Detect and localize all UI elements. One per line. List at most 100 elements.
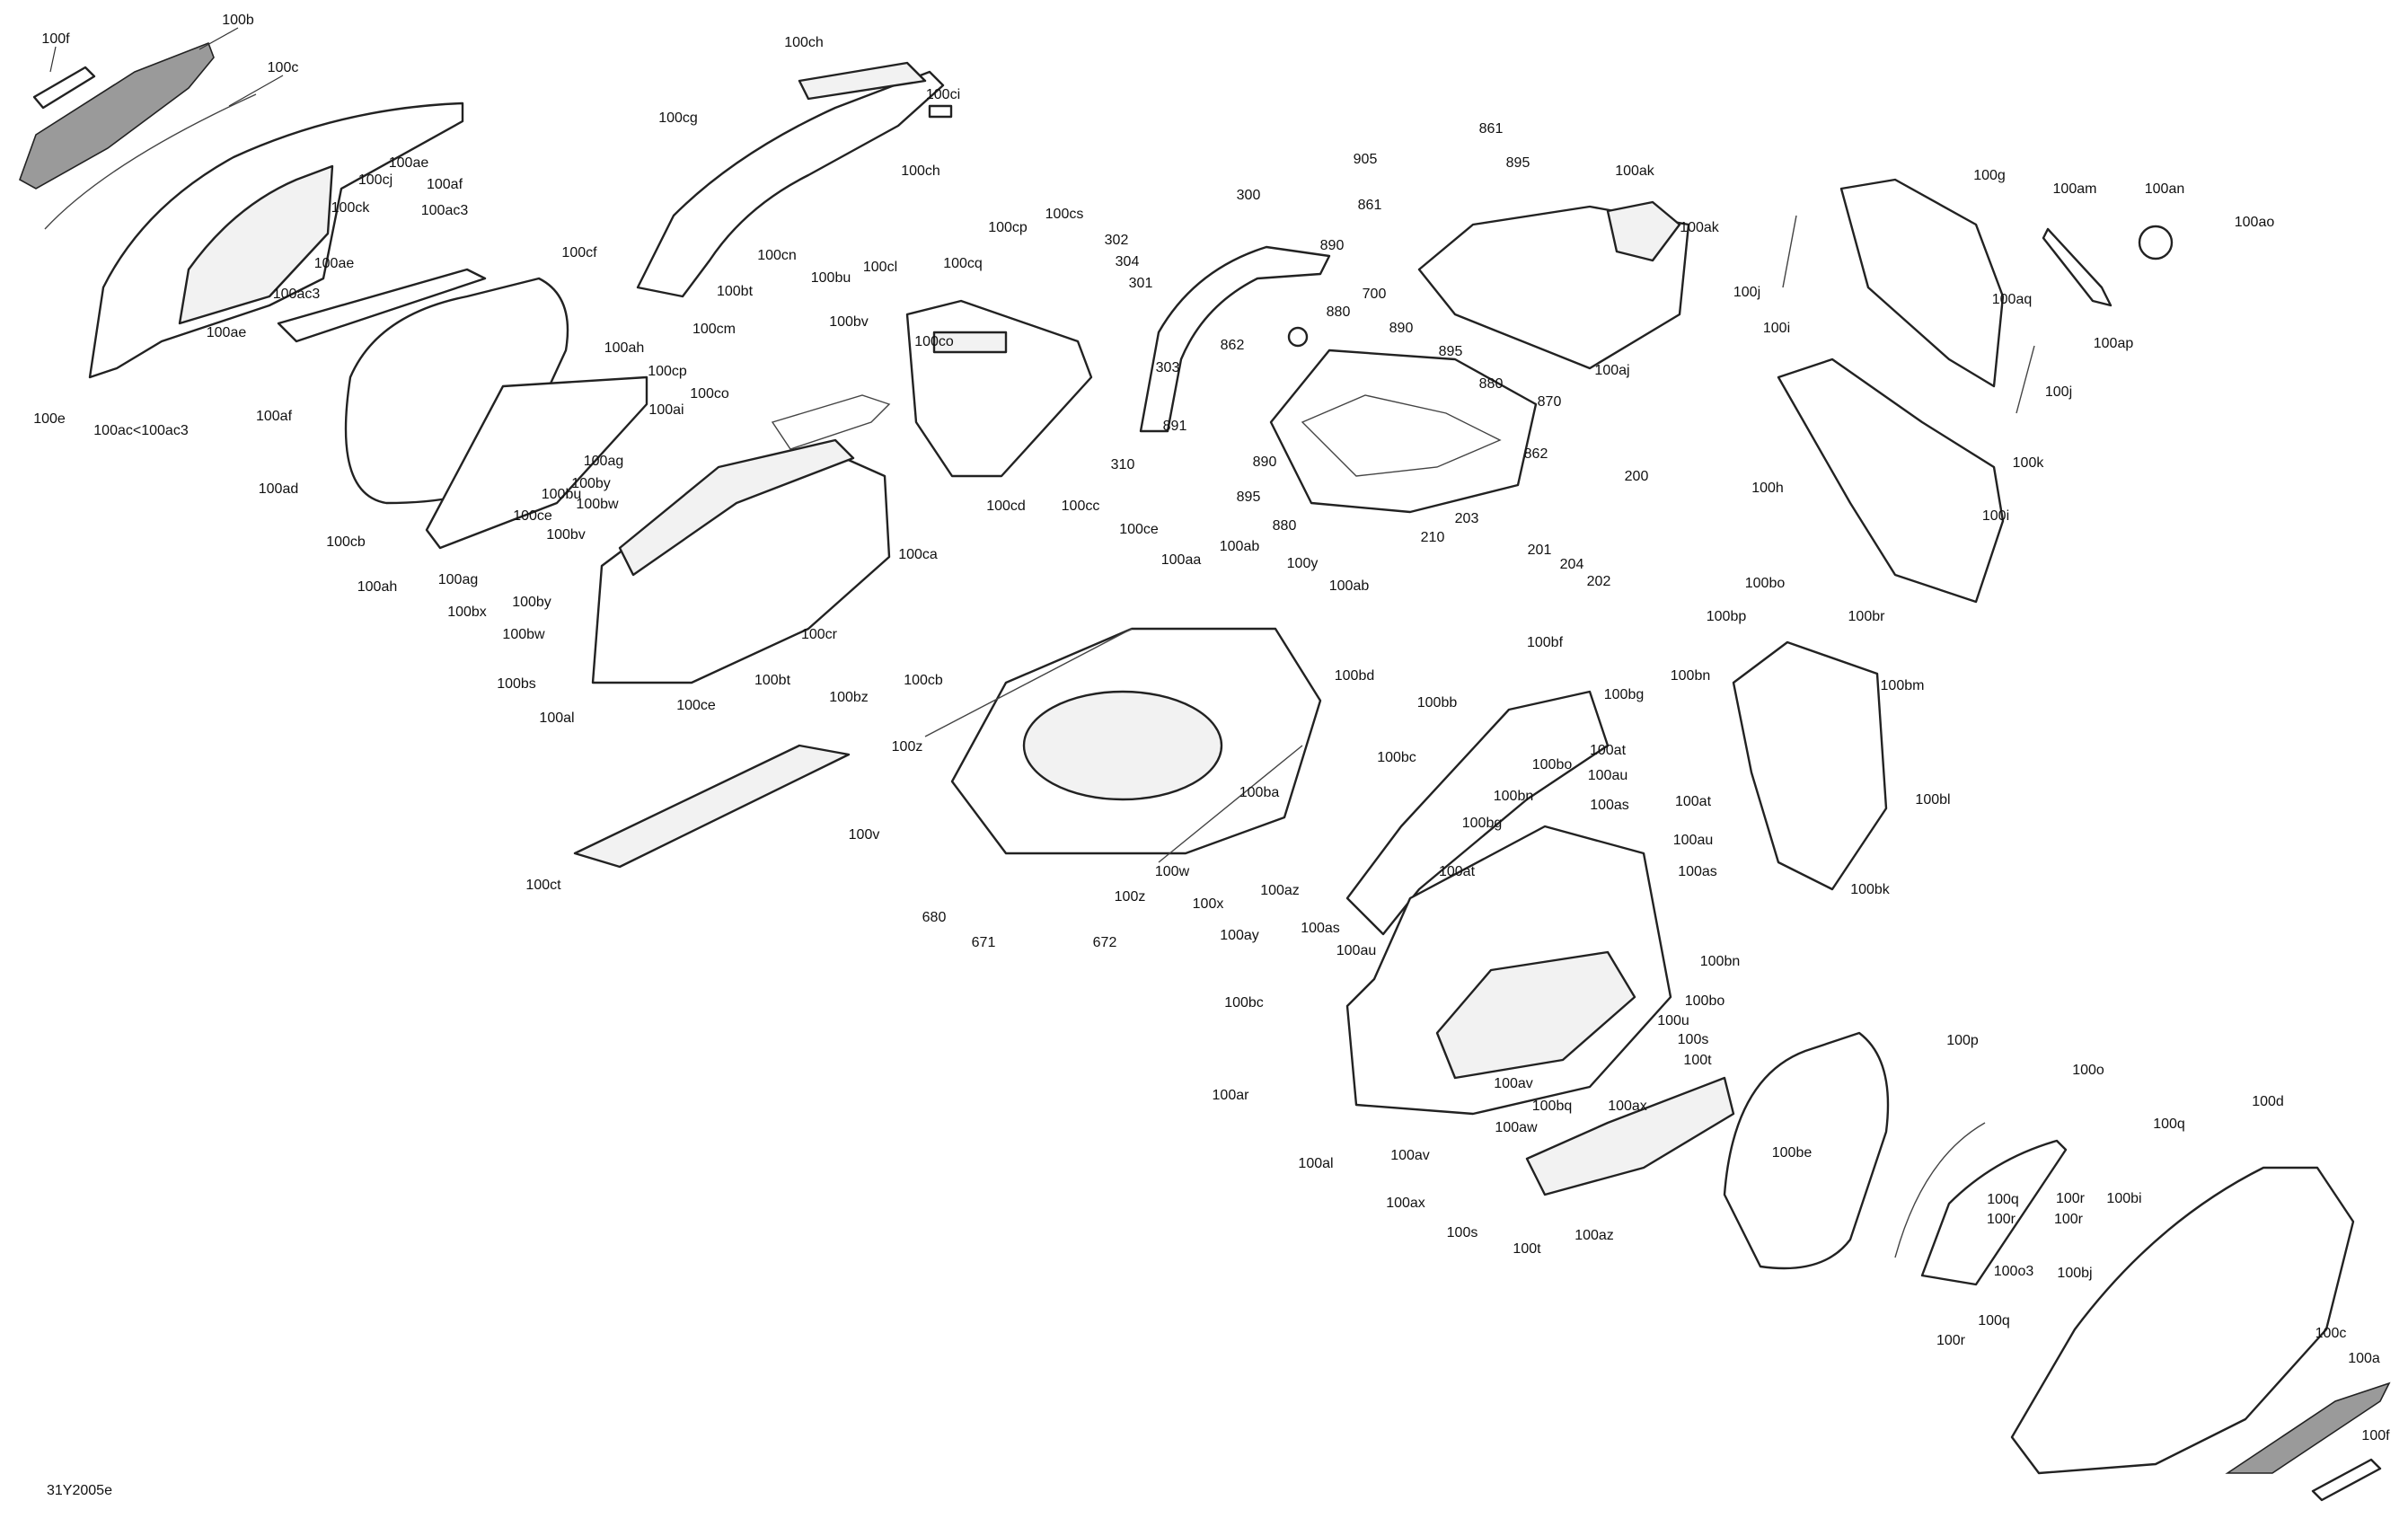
callout-100af: 100af [256,409,293,424]
callout-100f: 100f [41,31,70,47]
callout-100s: 100s [1678,1032,1709,1047]
callout-100ax: 100ax [1386,1196,1425,1211]
callout-100d: 100d [2252,1094,2284,1109]
callout-100q: 100q [1978,1313,2010,1328]
callout-671: 671 [972,935,996,950]
center-tub-assembly [924,627,1322,863]
callout-100o: 100o [2072,1063,2104,1078]
callout-204: 204 [1560,557,1584,572]
callout-100bi: 100bi [2106,1191,2141,1206]
callout-100j: 100j [2045,384,2072,400]
callout-100ct: 100ct [525,878,561,893]
callout-100as: 100as [1301,921,1340,936]
callout-100be: 100be [1772,1145,1813,1161]
callout-201: 201 [1528,543,1552,558]
callout-100by: 100by [571,476,611,491]
callout-100at: 100at [1439,864,1476,879]
callout-100f: 100f [2361,1428,2390,1443]
callout-100c: 100c [268,60,299,75]
callout-100an: 100an [2145,181,2185,197]
bag-side-100bf [1345,690,1610,936]
callout-100cm: 100cm [692,322,736,337]
callout-100bl: 100bl [1915,792,1950,808]
callout-100cj: 100cj [358,172,393,188]
callout-leaders [49,27,284,107]
callout-100ax: 100ax [1608,1099,1647,1114]
callout-202: 202 [1587,574,1611,589]
tub-rail-100z [924,628,1133,737]
lid-shell-100d [2010,1166,2355,1475]
callout-100ae: 100ae [389,155,429,171]
callout-100ap: 100ap [2094,336,2134,351]
callout-100bg: 100bg [1462,816,1503,831]
callout-210: 210 [1421,530,1445,545]
callout-100ab: 100ab [1220,539,1260,554]
callout-100ac3: 100ac3 [273,287,321,302]
callout-100ac<100ac3: 100ac<100ac3 [93,423,189,438]
callout-100cs: 100cs [1045,207,1084,222]
callout-862: 862 [1524,446,1548,462]
callout-100w: 100w [1155,864,1190,879]
callout-100bt: 100bt [717,284,754,299]
callout-100o3: 100o3 [1994,1264,2034,1279]
callout-100at: 100at [1675,794,1712,809]
callout-862: 862 [1221,338,1245,353]
callout-100au: 100au [1336,943,1377,958]
callout-100g: 100g [1973,168,2006,183]
callout-100bc: 100bc [1377,750,1416,765]
callout-100co: 100co [690,386,729,402]
callout-100bd: 100bd [1335,668,1375,684]
callout-100ar: 100ar [1213,1088,1250,1103]
lid-edge-100c [44,93,257,230]
floor-mat-assembly [573,744,851,869]
callout-100cp: 100cp [988,220,1028,235]
callout-100ba: 100ba [1239,785,1280,800]
center-frame-assembly [1269,349,1538,514]
callout-672: 672 [1093,935,1117,950]
callout-100br: 100br [1848,609,1886,624]
callout-100cf: 100cf [561,245,597,260]
callout-100ck: 100ck [331,200,371,216]
callout-310: 310 [1111,457,1135,472]
fairing-100g [1839,178,2005,388]
bin-bracket-100bu [771,394,891,450]
callout-100ad: 100ad [259,481,299,497]
callout-100co: 100co [914,334,954,349]
callout-100ce: 100ce [676,698,716,713]
lid-strip-100p [1894,1122,1986,1258]
callout-100t: 100t [1513,1241,1541,1257]
callout-100cn: 100cn [757,248,797,263]
leader-line-100b [198,27,239,50]
callout-302: 302 [1105,233,1129,248]
leader-line-100f [49,46,57,73]
callout-100ag: 100ag [438,572,479,587]
callout-203: 203 [1455,511,1479,526]
callout-300: 300 [1237,188,1261,203]
callout-891: 891 [1163,419,1187,434]
callout-100aw: 100aw [1495,1120,1538,1135]
rod-100j [1782,215,1797,288]
callout-100af: 100af [427,177,463,192]
callout-100aq: 100aq [1992,292,2033,307]
callout-890: 890 [1253,455,1277,470]
right-lid-assembly [1894,1122,2391,1502]
callout-100p: 100p [1946,1033,1979,1048]
callout-100bm: 100bm [1881,678,1925,693]
callout-100r: 100r [1936,1333,1966,1348]
callout-100k: 100k [2013,455,2045,471]
callout-100bc: 100bc [1224,995,1264,1011]
center-left-box-assembly [905,299,1093,478]
rear-liner-assembly [1732,640,1888,891]
tub-rail-100z-b [1158,745,1303,863]
callout-303: 303 [1156,360,1180,375]
callout-100bg: 100bg [1604,687,1645,702]
callout-200: 200 [1625,469,1649,484]
callout-100az: 100az [1574,1228,1614,1243]
callout-100x: 100x [1193,896,1224,912]
callout-100ab: 100ab [1329,578,1370,594]
callout-870: 870 [1538,394,1562,410]
callout-880: 880 [1273,518,1297,534]
top-rail-assembly [636,61,953,298]
callout-100bo: 100bo [1685,993,1725,1009]
